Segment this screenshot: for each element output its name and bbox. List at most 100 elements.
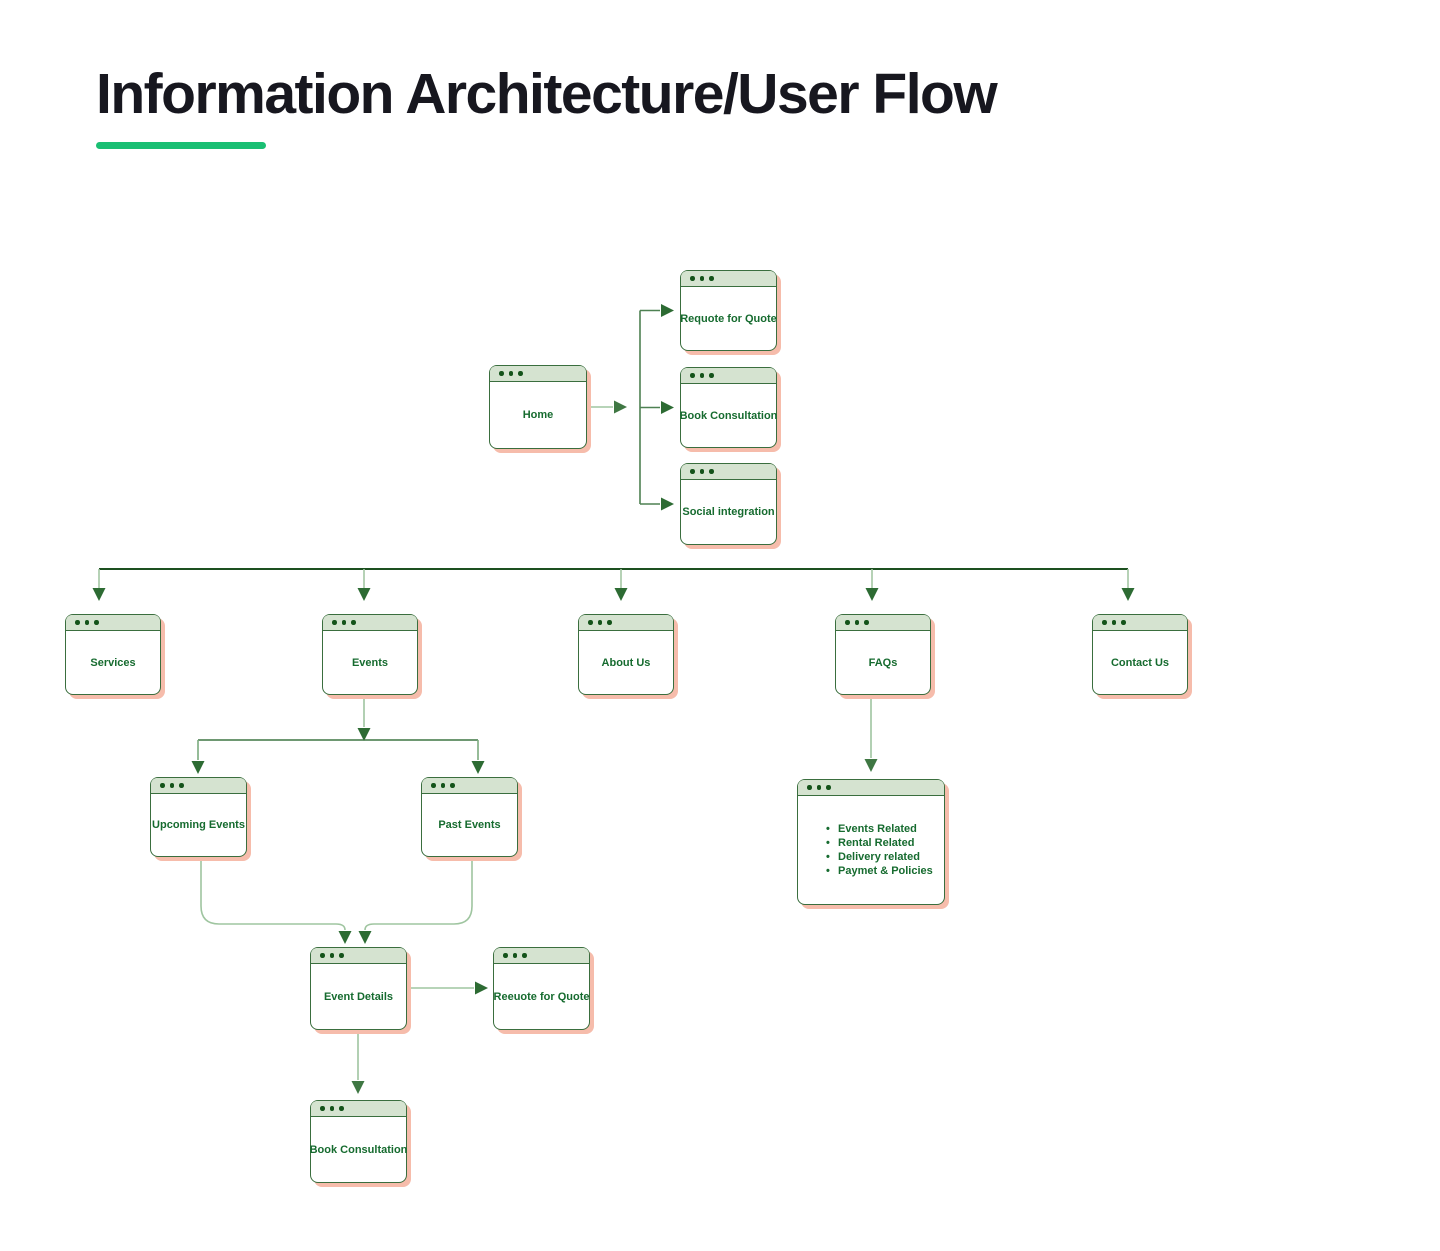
node-label: Upcoming Events <box>152 819 245 831</box>
window-dot-icon <box>864 620 869 625</box>
flow-node-reeuote-for-quote: Reeuote for Quote <box>493 947 590 1030</box>
arrowhead-booking <box>351 1081 365 1094</box>
flow-node-requote-for-quote: Requote for Quote <box>680 270 777 351</box>
arrowhead-faq-topics <box>864 759 878 772</box>
flow-node-home: Home <box>489 365 587 449</box>
flow-node-services: Services <box>65 614 161 695</box>
faq-topic-item: Delivery related <box>826 850 933 864</box>
window-dot-icon <box>690 373 695 378</box>
window-body: FAQs <box>836 631 930 694</box>
window-header <box>494 948 589 964</box>
flow-node-contact-us: Contact Us <box>1092 614 1188 695</box>
flow-node-faq-topics: Events Related Rental Related Delivery r… <box>797 779 945 905</box>
window-dot-icon <box>807 785 812 790</box>
window-body: Requote for Quote <box>680 287 777 350</box>
window-body: Upcoming Events <box>151 794 246 856</box>
window-dot-icon <box>588 620 593 625</box>
window-dot-icon <box>332 620 337 625</box>
arrowhead-faqs <box>865 588 879 601</box>
faq-topic-item: Events Related <box>826 822 933 836</box>
window-dot-icon <box>1111 620 1116 625</box>
window-dot-icon <box>1102 620 1107 625</box>
window-dot-icon <box>699 276 704 281</box>
window-dot-icon <box>160 783 165 788</box>
window-dot-icon <box>1121 620 1126 625</box>
window-dot-icon <box>440 783 445 788</box>
window-dot-icon <box>512 953 517 958</box>
flow-node-past-events: Past Events <box>421 777 518 857</box>
window-body: Event Details <box>311 964 406 1029</box>
flow-node-about-us: About Us <box>578 614 674 695</box>
window-header <box>323 615 417 631</box>
window-dot-icon <box>709 276 714 281</box>
window-header <box>422 778 517 794</box>
window-header <box>681 464 776 480</box>
window-dot-icon <box>699 373 704 378</box>
edge-upcoming-to-details <box>200 857 346 931</box>
window-dot-icon <box>816 785 821 790</box>
node-label: Services <box>90 656 136 669</box>
window-header <box>1093 615 1187 631</box>
window-header <box>311 1101 406 1117</box>
window-body: Social integration <box>681 480 776 544</box>
window-header <box>66 615 160 631</box>
window-dot-icon <box>341 620 346 625</box>
window-dot-icon <box>351 620 356 625</box>
arrowhead-upcoming <box>191 761 205 774</box>
window-dot-icon <box>499 371 504 376</box>
window-dot-icon <box>854 620 859 625</box>
window-dot-icon <box>699 469 704 474</box>
node-label: About Us <box>601 656 651 669</box>
flow-node-events: Events <box>322 614 418 695</box>
window-dot-icon <box>450 783 455 788</box>
window-dot-icon <box>320 1106 325 1111</box>
window-body: About Us <box>579 631 673 694</box>
window-header <box>681 271 776 287</box>
window-dot-icon <box>169 783 174 788</box>
window-header <box>836 615 930 631</box>
window-body: Events <box>323 631 417 694</box>
window-body: Contact Us <box>1093 631 1187 694</box>
window-header <box>490 366 586 382</box>
node-label: Contact Us <box>1110 656 1170 669</box>
flow-node-event-details: Event Details <box>310 947 407 1030</box>
window-dot-icon <box>94 620 99 625</box>
window-dot-icon <box>845 620 850 625</box>
window-header <box>579 615 673 631</box>
faq-topic-item: Rental Related <box>826 836 933 850</box>
window-dot-icon <box>709 373 714 378</box>
window-dot-icon <box>826 785 831 790</box>
node-label: Events <box>351 656 389 669</box>
window-dot-icon <box>597 620 602 625</box>
arrowhead-about <box>614 588 628 601</box>
window-dot-icon <box>339 953 344 958</box>
window-dot-icon <box>75 620 80 625</box>
window-dot-icon <box>329 953 334 958</box>
window-dot-icon <box>179 783 184 788</box>
faq-topic-item: Paymet & Policies <box>826 864 933 878</box>
flow-node-upcoming-events: Upcoming Events <box>150 777 247 857</box>
faq-topic-list: Events Related Rental Related Delivery r… <box>826 822 933 878</box>
arrowhead-details-right <box>358 931 372 944</box>
window-header <box>311 948 406 964</box>
node-label: Social integration <box>682 506 775 518</box>
title-underline-accent <box>96 142 266 149</box>
window-dot-icon <box>518 371 523 376</box>
edge-past-to-details <box>364 857 473 931</box>
flow-node-book-consultation: Book Consultation <box>680 367 777 448</box>
arrowhead-social <box>661 497 674 511</box>
node-label: Book Consultation <box>309 1143 408 1156</box>
window-dot-icon <box>320 953 325 958</box>
flow-node-book-consultation-2: Book Consultation <box>310 1100 407 1183</box>
node-label: Home <box>522 409 554 421</box>
arrowhead-services <box>92 588 106 601</box>
window-dot-icon <box>503 953 508 958</box>
node-label: Book Consultation <box>679 409 778 422</box>
window-dot-icon <box>709 469 714 474</box>
node-label: Requote for Quote <box>680 312 777 325</box>
arrowhead-home-branch <box>614 400 627 414</box>
window-body: Home <box>490 382 586 448</box>
window-dot-icon <box>690 276 695 281</box>
